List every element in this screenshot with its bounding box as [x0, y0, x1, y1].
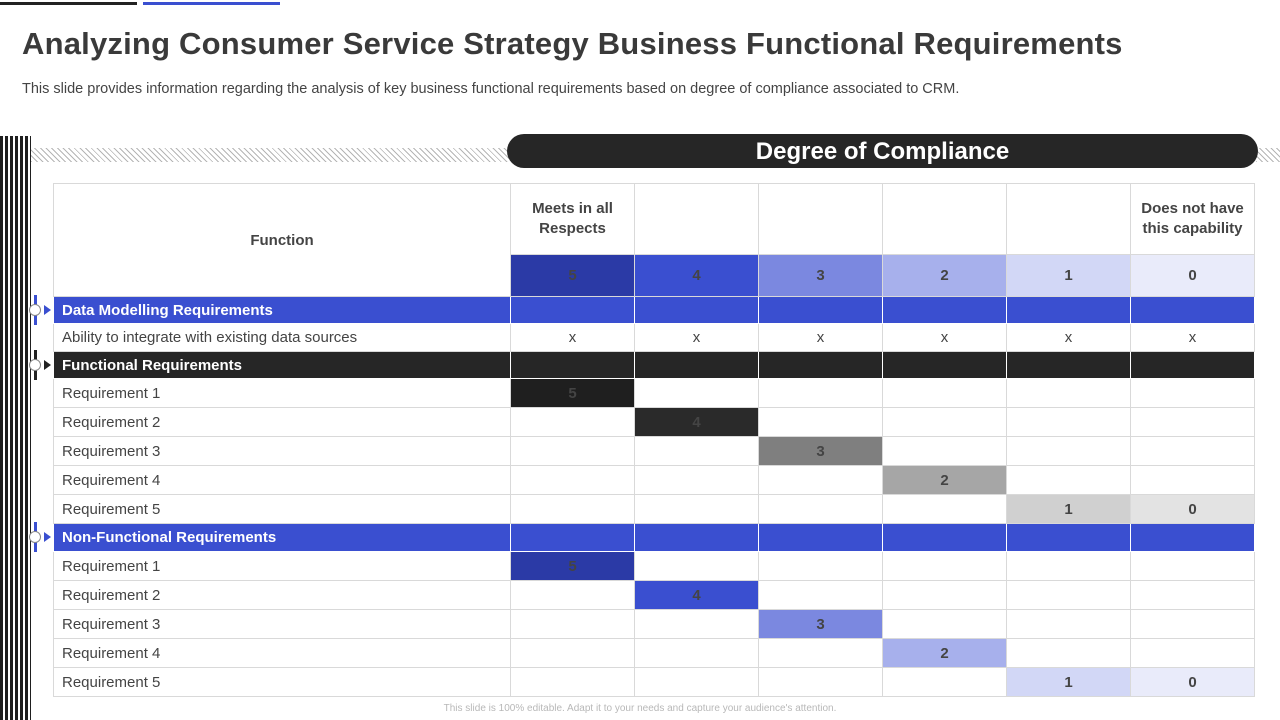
function-header: Function	[53, 183, 511, 297]
x-mark: x	[510, 323, 635, 352]
section-title: Data Modelling Requirements	[53, 296, 511, 324]
score-cell: 0	[1130, 667, 1255, 697]
hatch-divider-right	[1256, 148, 1280, 162]
x-mark: x	[634, 323, 759, 352]
x-mark: x	[882, 323, 1007, 352]
table-row: Requirement 5 1 0	[53, 667, 1255, 697]
score-header-3: 3	[758, 254, 883, 297]
score-cell: 2	[882, 465, 1007, 495]
row-label: Requirement 4	[53, 638, 511, 668]
row-label: Requirement 3	[53, 436, 511, 466]
section-marker-icon	[28, 350, 54, 380]
header-row: Function Meets in all Respects Does not …	[53, 183, 1255, 297]
section-marker-icon	[28, 295, 54, 325]
section-title: Functional Requirements	[53, 351, 511, 379]
footer-note: This slide is 100% editable. Adapt it to…	[443, 703, 837, 714]
hatch-divider-left	[31, 148, 509, 162]
section-header-data-modelling: Data Modelling Requirements	[53, 296, 1255, 324]
x-mark: x	[1006, 323, 1131, 352]
row-label: Requirement 1	[53, 551, 511, 581]
top-accent-dark	[0, 2, 137, 5]
row-label: Requirement 5	[53, 494, 511, 524]
table-row: Requirement 4 2	[53, 465, 1255, 495]
score-cell: 1	[1006, 494, 1131, 524]
top-accent-blue	[143, 2, 280, 5]
table-row: Requirement 2 4	[53, 407, 1255, 437]
table-row: Requirement 3 3	[53, 609, 1255, 639]
row-label: Requirement 2	[53, 580, 511, 610]
x-mark: x	[758, 323, 883, 352]
page-title: Analyzing Consumer Service Strategy Busi…	[22, 26, 1123, 61]
score-cell: 2	[882, 638, 1007, 668]
meets-all-label: Meets in all Respects	[510, 183, 635, 255]
score-cell: 1	[1006, 667, 1131, 697]
table-row: Requirement 4 2	[53, 638, 1255, 668]
table-row: Requirement 1 5	[53, 551, 1255, 581]
score-header-4: 4	[634, 254, 759, 297]
compliance-header: Degree of Compliance	[507, 134, 1258, 168]
score-scale-row: 5 4 3 2 1 0	[54, 254, 1255, 297]
score-header-5: 5	[510, 254, 635, 297]
section-header-functional: Functional Requirements	[53, 351, 1255, 379]
header-blank-cell	[758, 183, 883, 255]
score-cell: 5	[510, 378, 635, 408]
section-marker-icon	[28, 522, 54, 552]
row-label: Requirement 5	[53, 667, 511, 697]
score-cell: 4	[634, 580, 759, 610]
section-title: Non-Functional Requirements	[53, 523, 511, 552]
header-blank-cell	[882, 183, 1007, 255]
score-cell: 3	[758, 609, 883, 639]
score-header-2: 2	[882, 254, 1007, 297]
score-header-0: 0	[1130, 254, 1255, 297]
row-label: Requirement 1	[53, 378, 511, 408]
section-header-non-functional: Non-Functional Requirements	[53, 523, 1255, 552]
x-mark: x	[1130, 323, 1255, 352]
header-blank-cell	[1006, 183, 1131, 255]
table-row: Requirement 5 1 0	[53, 494, 1255, 524]
table-row: Requirement 3 3	[53, 436, 1255, 466]
table-row: Ability to integrate with existing data …	[53, 323, 1255, 352]
score-cell: 0	[1130, 494, 1255, 524]
row-label: Ability to integrate with existing data …	[53, 323, 511, 352]
row-label: Requirement 2	[53, 407, 511, 437]
score-cell: 4	[634, 407, 759, 437]
page-subtitle: This slide provides information regardin…	[22, 81, 960, 97]
row-label: Requirement 4	[53, 465, 511, 495]
does-not-have-label: Does not have this capability	[1130, 183, 1255, 255]
table-row: Requirement 1 5	[53, 378, 1255, 408]
table-row: Requirement 2 4	[53, 580, 1255, 610]
header-blank-cell	[634, 183, 759, 255]
requirements-table: Function Meets in all Respects Does not …	[53, 183, 1255, 697]
striped-sidebar	[0, 136, 31, 720]
score-header-1: 1	[1006, 254, 1131, 297]
row-label: Requirement 3	[53, 609, 511, 639]
score-cell: 3	[758, 436, 883, 466]
score-cell: 5	[510, 551, 635, 581]
